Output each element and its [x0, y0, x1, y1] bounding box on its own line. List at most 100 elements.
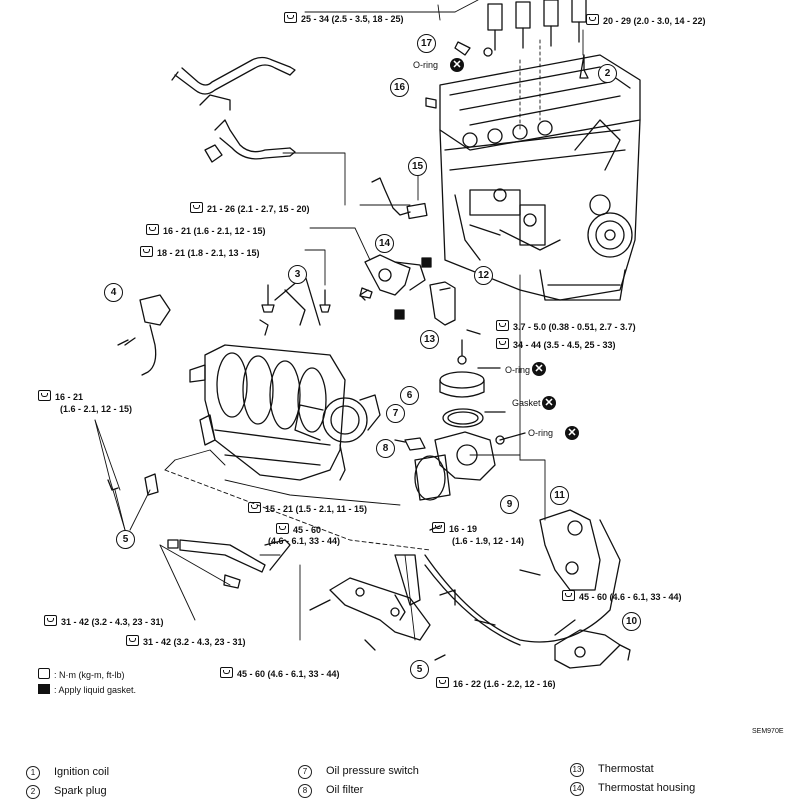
part-callout-16: 16 — [390, 78, 409, 97]
torque-label-2: 20 - 29 (2.0 - 3.0, 14 - 22) — [586, 14, 706, 27]
torque-spec-text: 16 - 21 — [55, 392, 84, 402]
torque-label-9: 15 - 21 (1.5 - 2.1, 11 - 15) — [248, 502, 367, 515]
torque-spec-text: 20 - 29 (2.0 - 3.0, 14 - 22) — [603, 16, 706, 26]
part-callout-5: 5 — [116, 530, 135, 549]
legend-number: 13 — [570, 763, 584, 777]
torque-icon — [562, 590, 575, 601]
oring-text: O-ring — [413, 60, 439, 70]
part-callout-10: 10 — [622, 612, 641, 631]
torque-label-3: 21 - 26 (2.1 - 2.7, 15 - 20) — [190, 202, 310, 215]
torque-label-10: 45 - 60 — [276, 523, 321, 536]
legend-label: Spark plug — [54, 785, 107, 797]
legend-number: 2 — [26, 785, 40, 799]
torque-spec-text: 34 - 44 (3.5 - 4.5, 25 - 33) — [513, 340, 616, 350]
engine-brackets — [309, 509, 631, 669]
liquid-gasket-icon — [38, 684, 50, 694]
replace-icon: ✕ — [532, 362, 546, 376]
key-torque: : N·m (kg-m, ft-lb) — [38, 668, 125, 680]
torque-icon — [284, 12, 297, 23]
oring-label-3: O-ring — [528, 428, 553, 439]
torque-label-11b: (1.6 - 1.9, 12 - 14) — [452, 536, 524, 547]
torque-spec-text: 45 - 60 — [293, 525, 322, 535]
part-callout-7: 7 — [386, 404, 405, 423]
torque-icon — [220, 667, 233, 678]
torque-spec-text: 3.7 - 5.0 (0.38 - 0.51, 2.7 - 3.7) — [513, 322, 636, 332]
water-hoses — [171, 56, 296, 163]
torque-icon — [140, 246, 153, 257]
torque-label-13: 31 - 42 (3.2 - 4.3, 23 - 31) — [44, 615, 164, 628]
gasket-text: Gasket — [512, 398, 541, 408]
legend-label: Thermostat — [598, 763, 654, 775]
torque-spec-text: 45 - 60 (4.6 - 6.1, 33 - 44) — [579, 592, 682, 602]
torque-label-1: 25 - 34 (2.5 - 3.5, 18 - 25) — [284, 12, 404, 25]
part-callout-8: 8 — [376, 439, 395, 458]
oring-label: O-ring — [413, 60, 438, 71]
torque-icon — [146, 224, 159, 235]
oil-filter-assembly — [394, 339, 526, 501]
leader-lines-mid — [94, 419, 546, 641]
part-callout-15: 15 — [408, 157, 427, 176]
legend-item-2: 2 Spark plug — [26, 785, 107, 799]
intake-manifold — [189, 344, 381, 481]
legend-number: 1 — [26, 766, 40, 780]
part-callout-13: 13 — [420, 330, 439, 349]
torque-spec-text: 16 - 21 (1.6 - 2.1, 12 - 15) — [163, 226, 266, 236]
torque-icon — [496, 320, 509, 331]
torque-icon — [586, 14, 599, 25]
torque-icon — [44, 615, 57, 626]
torque-spec-text: 21 - 26 (2.1 - 2.7, 15 - 20) — [207, 204, 310, 214]
part-callout-4: 4 — [104, 283, 123, 302]
part-callout-3: 3 — [288, 265, 307, 284]
key-sealant: : Apply liquid gasket. — [38, 684, 136, 695]
legend-item-1: 1 Ignition coil — [26, 766, 109, 780]
part-callout-2: 2 — [598, 64, 617, 83]
figure-code: SEM970E — [752, 728, 784, 735]
torque-spec-text: 16 - 22 (1.6 - 2.2, 12 - 16) — [453, 679, 556, 689]
legend-label: Oil pressure switch — [326, 765, 419, 777]
part-callout-12: 12 — [474, 266, 493, 285]
torque-icon — [248, 502, 261, 513]
legend-label: Ignition coil — [54, 766, 110, 778]
torque-icon — [432, 522, 445, 533]
part-callout-9: 9 — [500, 495, 519, 514]
torque-label-10b: (4.6 - 6.1, 33 - 44) — [268, 536, 340, 547]
legend-number: 7 — [298, 765, 312, 779]
replace-icon: ✕ — [565, 426, 579, 440]
torque-icon — [38, 390, 51, 401]
legend-item-13: 13 Thermostat — [570, 763, 654, 777]
torque-icon — [190, 202, 203, 213]
torque-icon — [496, 338, 509, 349]
torque-spec-text: 16 - 19 — [449, 524, 478, 534]
key-torque-text: : N·m (kg-m, ft-lb) — [54, 670, 125, 680]
oring-label-2: O-ring — [505, 365, 530, 376]
oring-text: O-ring — [505, 365, 531, 375]
torque-label-8: 16 - 21 — [38, 390, 83, 403]
part-callout-17: 17 — [417, 34, 436, 53]
torque-label-15: 45 - 60 (4.6 - 6.1, 33 - 44) — [220, 667, 340, 680]
torque-label-11: 16 - 19 — [432, 522, 477, 535]
torque-label-4: 16 - 21 (1.6 - 2.1, 12 - 15) — [146, 224, 266, 237]
torque-spec-text: (1.6 - 1.9, 12 - 14) — [452, 536, 525, 546]
key-sealant-text: : Apply liquid gasket. — [54, 685, 137, 695]
replace-icon: ✕ — [450, 58, 464, 72]
legend-number: 8 — [298, 784, 312, 798]
gasket-label: Gasket — [512, 398, 541, 409]
part-callout-11: 11 — [550, 486, 569, 505]
torque-label-8b: (1.6 - 2.1, 12 - 15) — [60, 404, 132, 415]
legend-number: 14 — [570, 782, 584, 796]
engine-block — [439, 0, 641, 301]
part-callout-6: 6 — [400, 386, 419, 405]
torque-spec-text: 31 - 42 (3.2 - 4.3, 23 - 31) — [143, 637, 246, 647]
torque-icon — [126, 635, 139, 646]
torque-icon — [436, 677, 449, 688]
torque-spec-text: 25 - 34 (2.5 - 3.5, 18 - 25) — [301, 14, 404, 24]
part-callout-14: 14 — [375, 234, 394, 253]
leader-lines-top — [282, 0, 584, 461]
torque-spec-text: (4.6 - 6.1, 33 - 44) — [268, 536, 341, 546]
torque-spec-text: 15 - 21 (1.5 - 2.1, 11 - 15) — [265, 504, 368, 514]
torque-spec-text: 45 - 60 (4.6 - 6.1, 33 - 44) — [237, 669, 340, 679]
